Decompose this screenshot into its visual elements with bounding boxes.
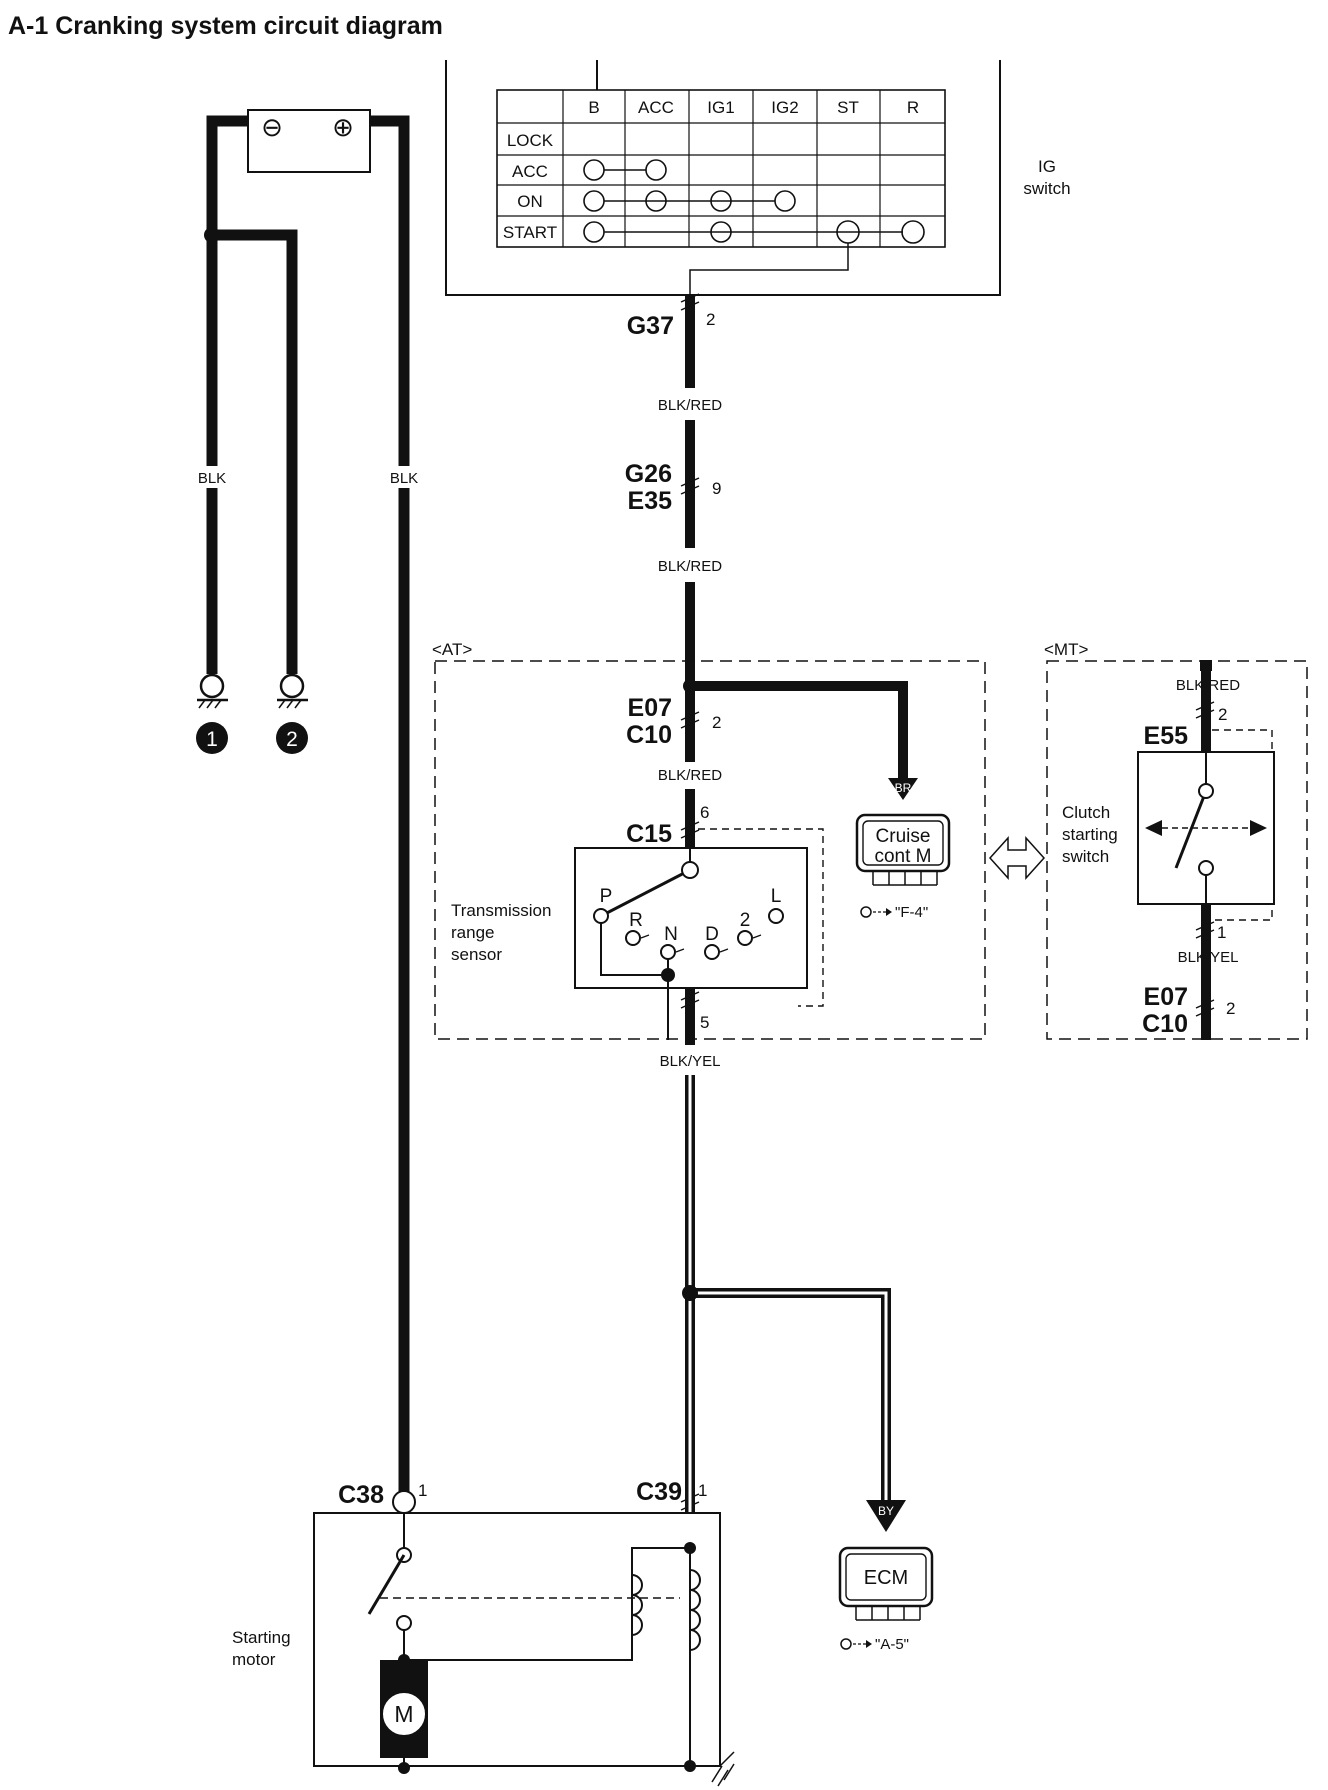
ig-switch xyxy=(445,60,1001,296)
motor-symbol: M xyxy=(394,1701,413,1727)
starting-motor: M xyxy=(313,1490,735,1787)
connector-c15: C15 xyxy=(626,820,672,848)
wire-label-blk-red-3: BLK/RED xyxy=(658,767,722,784)
cruise-control-module: BR Cruise cont M "F-4" xyxy=(855,778,951,921)
ig-switch-label-1: IG xyxy=(1038,157,1056,176)
page-title: A-1 Cranking system circuit diagram xyxy=(8,12,443,40)
wire-label-blk-red-1: BLK/RED xyxy=(658,397,722,414)
pin-c15-top: 6 xyxy=(700,803,709,822)
wire-label-blk-yel: BLK/YEL xyxy=(660,1053,721,1070)
pin-e07: 2 xyxy=(712,713,721,732)
range-position-r: R xyxy=(629,910,643,931)
ig-column-st: ST xyxy=(837,98,859,117)
connector-g37: G37 xyxy=(627,312,674,340)
pin-g37: 2 xyxy=(706,310,715,329)
pin-e55-bottom: 1 xyxy=(1217,923,1226,942)
ig-row-on: ON xyxy=(517,192,543,211)
pin-e55-top: 2 xyxy=(1218,705,1227,724)
battery-wiring xyxy=(206,115,410,1492)
ecm-label: ECM xyxy=(864,1567,908,1589)
ecm-reference: "A-5" xyxy=(875,1636,909,1653)
clutch-label-3: switch xyxy=(1062,847,1109,866)
range-position-d: D xyxy=(705,924,719,945)
ig-column-b: B xyxy=(588,98,599,117)
ig-column-ig1: IG1 xyxy=(707,98,734,117)
mt-group-outline xyxy=(1046,660,1308,1040)
connector-c38: C38 xyxy=(338,1481,384,1509)
ground-number-1: 1 xyxy=(206,728,218,751)
cruise-branch-junction xyxy=(683,679,697,693)
trs-label-3: sensor xyxy=(451,945,502,964)
trs-label-1: Transmission xyxy=(451,901,551,920)
range-position-l: L xyxy=(771,886,782,907)
ground-point-2: 2 xyxy=(276,673,308,754)
transmission-range-sensor: P R N D 2 L xyxy=(574,828,824,1040)
ecm-reference-eye-icon xyxy=(840,1638,852,1650)
pin-c38: 1 xyxy=(418,1481,427,1500)
cruise-label-1: Cruise xyxy=(876,826,931,847)
wire-label-br: BR xyxy=(895,781,912,795)
ecm-module: BY ECM "A-5" xyxy=(838,1500,934,1653)
pin-c15-bottom: 5 xyxy=(700,1013,709,1032)
mt-group-label: <MT> xyxy=(1044,640,1088,659)
connector-c10: C10 xyxy=(626,721,672,749)
wire-label-blk-left: BLK xyxy=(198,470,226,487)
wire-label-blk-right: BLK xyxy=(390,470,418,487)
pin-labels: 2 9 2 6 5 2 1 2 1 1 xyxy=(418,310,1235,1500)
ig-row-lock: LOCK xyxy=(507,131,554,150)
battery-plus-icon: ⊕ xyxy=(332,112,354,142)
ig-column-r: R xyxy=(907,98,919,117)
starting-motor-label-1: Starting xyxy=(232,1628,291,1647)
pin-c39: 1 xyxy=(698,1481,707,1500)
starting-motor-label-2: motor xyxy=(232,1650,276,1669)
connector-labels: G37 G26 E35 E07 C10 C15 E55 E07 C10 C38 … xyxy=(338,312,1188,1509)
ig-column-acc: ACC xyxy=(638,98,674,117)
ig-row-acc: ACC xyxy=(512,162,548,181)
clutch-starting-switch xyxy=(1137,660,1275,1040)
ground-point-1: 1 xyxy=(196,673,228,754)
wire-label-blk-red-2: BLK/RED xyxy=(658,558,722,575)
connector-c39: C39 xyxy=(636,1478,682,1506)
clutch-starting-switch-label: Clutch starting switch xyxy=(1062,803,1118,866)
main-wire-blk-red xyxy=(685,295,908,848)
ground-number-2: 2 xyxy=(286,728,298,751)
clutch-label-2: starting xyxy=(1062,825,1118,844)
range-position-n: N xyxy=(664,924,678,945)
ecm-branch-junction xyxy=(682,1285,698,1301)
range-position-2: 2 xyxy=(740,910,751,931)
wire-label-by: BY xyxy=(878,1504,894,1518)
at-group-label: <AT> xyxy=(432,640,472,659)
transmission-range-sensor-label: Transmission range sensor xyxy=(451,901,551,964)
connector-e55: E55 xyxy=(1144,722,1189,750)
connector-e07: E07 xyxy=(628,694,672,722)
ig-switch-label-2: switch xyxy=(1023,179,1070,198)
ground-junction xyxy=(204,227,220,243)
trs-label-2: range xyxy=(451,923,494,942)
reference-eye-icon xyxy=(860,906,872,918)
ig-row-start: START xyxy=(503,223,557,242)
cruise-reference: "F-4" xyxy=(895,904,928,921)
battery: ⊖ ⊕ xyxy=(247,109,371,173)
pin-g26: 9 xyxy=(712,479,721,498)
ig-switch-grid-labels: B ACC IG1 IG2 ST R LOCK ACC ON START xyxy=(503,98,919,242)
ig-column-ig2: IG2 xyxy=(771,98,798,117)
battery-minus-icon: ⊖ xyxy=(261,112,283,142)
at-group-outline xyxy=(434,660,986,1040)
pin-e07-mt: 2 xyxy=(1226,999,1235,1018)
connector-c10-mt: C10 xyxy=(1142,1010,1188,1038)
cruise-label-2: cont M xyxy=(874,846,931,867)
at-mt-alternative-icon xyxy=(988,836,1046,880)
connector-g26: G26 xyxy=(625,460,672,488)
clutch-label-1: Clutch xyxy=(1062,803,1110,822)
connector-e07-mt: E07 xyxy=(1144,983,1188,1011)
connector-e35: E35 xyxy=(628,487,673,515)
range-position-p: P xyxy=(600,886,613,907)
